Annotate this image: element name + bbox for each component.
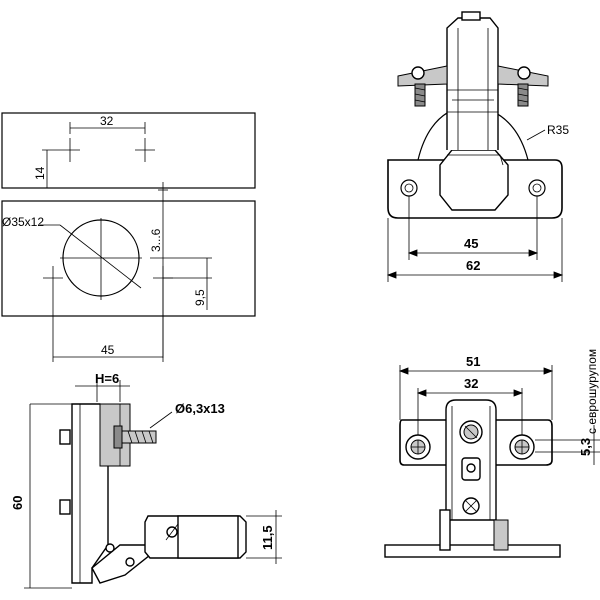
plate-view: 51 32 — [384, 349, 600, 558]
hinge-arm-upper — [446, 17, 499, 150]
dim-edge-gap-label: 3...6 — [149, 228, 163, 252]
dim-45-lower — [52, 292, 164, 362]
dim-51 — [398, 365, 554, 420]
dim-hole-offset-label: 14 — [33, 166, 47, 180]
top-left-screw — [414, 83, 426, 107]
dim-60 — [24, 403, 72, 589]
dim-thickness-label: H=6 — [95, 371, 119, 386]
dim-32-plate — [416, 388, 524, 440]
dim-32-upper — [69, 122, 146, 134]
dim-45-top — [407, 196, 539, 260]
dim-h6 — [75, 380, 130, 402]
mounting-plate-top — [387, 159, 563, 219]
dim-plate-inner-label: 32 — [464, 376, 478, 391]
lower-board — [1, 200, 256, 317]
upper-board — [1, 112, 256, 189]
screw-label: Ø6,3x13 — [175, 401, 225, 416]
side-view: H=6 60 Ø6,3x13 — [10, 371, 282, 589]
dim-14 — [42, 149, 60, 188]
dim-cup-depth-label: 11,5 — [260, 525, 275, 550]
radius-label: R35 — [547, 123, 569, 137]
side-screw — [113, 425, 157, 449]
dim-9-5 — [150, 257, 212, 310]
dim-5-3 — [535, 425, 600, 465]
upper-hole-marks — [60, 138, 155, 162]
dim-offset-label: 5,3 — [578, 438, 593, 456]
top-right-hole — [528, 179, 546, 197]
top-view: R35 — [386, 11, 569, 282]
lower-hole-marks — [43, 266, 173, 292]
plate-outline — [399, 419, 553, 466]
drilling-view: 32 14 Ø35x12 3...6 9,5 — [1, 112, 256, 362]
plate-base — [384, 544, 561, 558]
dim-holes-spacing-label: 32 — [100, 114, 114, 128]
dim-plate-outer-label: 51 — [466, 354, 480, 369]
top-left-hole — [400, 179, 418, 197]
dim-center-spacing-label: 45 — [101, 343, 115, 357]
hinge-arm-octagon — [439, 149, 509, 211]
dim-62-top — [386, 218, 564, 282]
dim-height-label: 60 — [10, 496, 25, 510]
dim-outer-label: 62 — [466, 258, 480, 273]
cup-diameter-label: Ø35x12 — [2, 215, 44, 229]
dim-11-5 — [246, 510, 282, 564]
euro-screw-note: с еврошурупом — [585, 349, 599, 434]
dim-inner-label: 45 — [464, 236, 478, 251]
dim-cup-to-holes-label: 9,5 — [193, 289, 207, 306]
top-right-screw — [517, 83, 529, 107]
